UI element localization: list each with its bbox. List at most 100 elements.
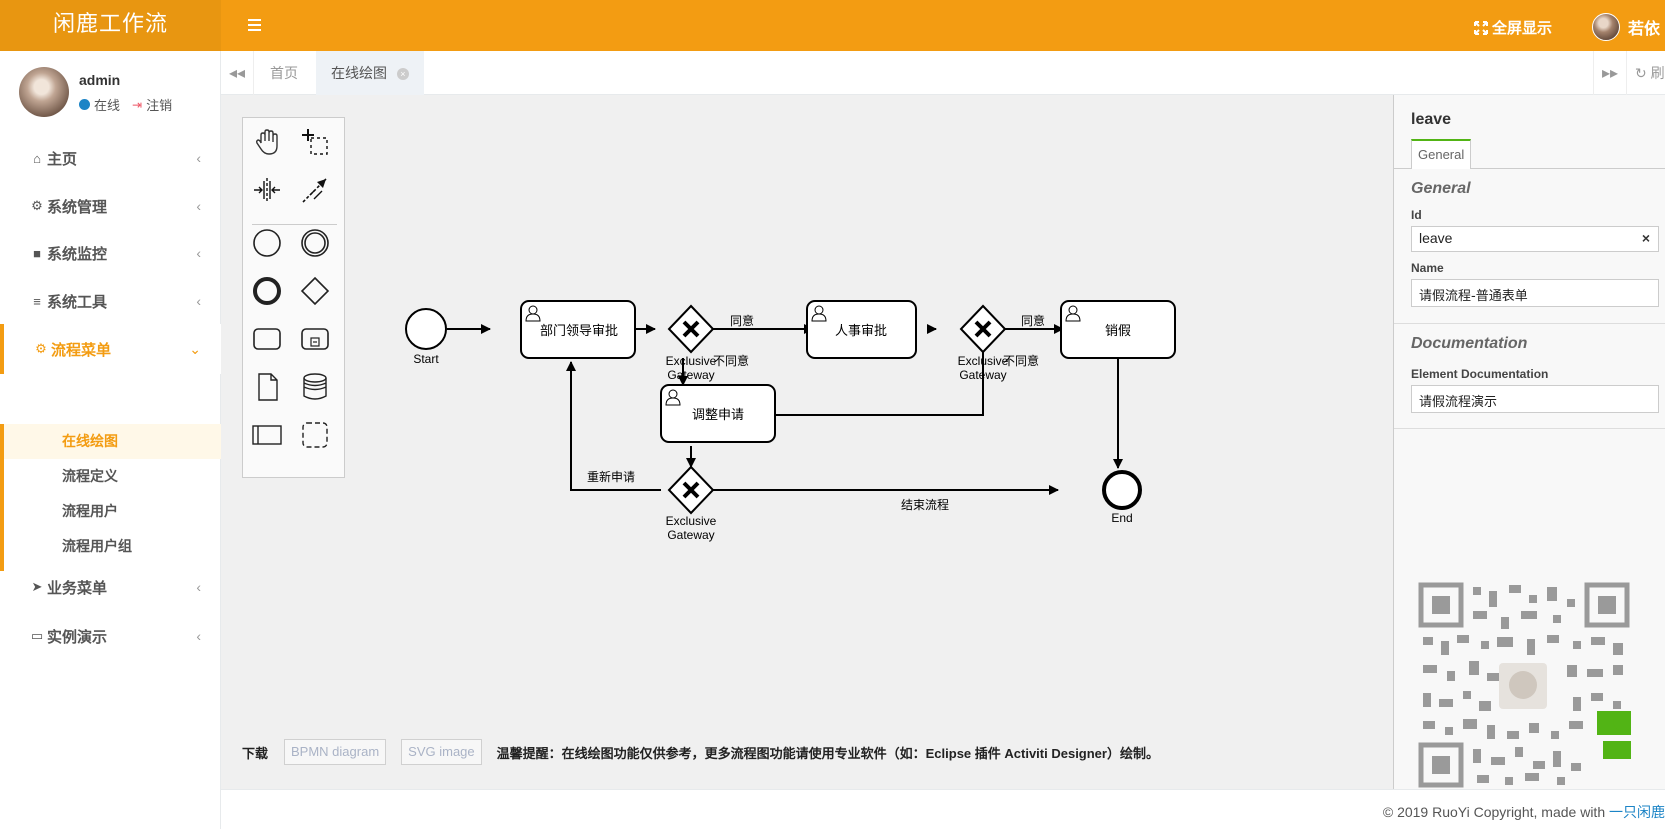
palette-divider — [252, 224, 337, 225]
user-profile: admin 在线 ⇥ 注销 — [0, 51, 220, 133]
gateway-label: Exclusive — [958, 354, 1009, 368]
end-event-icon[interactable] — [247, 271, 287, 311]
properties-panel: leave General General Id leave × Name 请假… — [1393, 95, 1665, 789]
name-label: Name — [1411, 261, 1444, 275]
chevron-left-icon: ‹ — [196, 579, 201, 595]
sidebar-item-monitor[interactable]: ■ 系统监控 ‹ — [0, 228, 221, 278]
download-svg-button[interactable]: SVG image — [401, 739, 482, 765]
sidebar-item-label: 系统工具 — [47, 293, 108, 311]
exclusive-gateway[interactable] — [667, 304, 715, 354]
data-store-icon[interactable] — [295, 367, 335, 407]
footer: © 2019 RuoYi Copyright, made with 一只闲鹿 — [221, 789, 1665, 829]
documentation-field[interactable]: 请假流程演示 — [1411, 385, 1659, 413]
online-dot-icon — [79, 99, 90, 110]
group-icon[interactable] — [295, 415, 335, 455]
name-field[interactable]: 请假流程-普通表单 — [1411, 279, 1659, 307]
sidebar-item-label: 流程菜单 — [51, 341, 112, 359]
flow-label: 不同意 — [713, 353, 749, 368]
copyright-text: © 2019 RuoYi Copyright, made with — [1382, 804, 1609, 820]
gear-icon: ⚙ — [31, 198, 43, 213]
flow-label: 重新申请 — [587, 469, 635, 484]
end-event[interactable] — [1102, 470, 1142, 510]
task-hr-approval[interactable]: 人事审批 — [806, 300, 917, 359]
clear-icon[interactable]: × — [1641, 230, 1650, 246]
menu-toggle-icon[interactable] — [246, 14, 266, 36]
tab-general[interactable]: General — [1411, 139, 1472, 169]
task-label: 调整申请 — [692, 408, 744, 423]
tab-scroll-left-icon[interactable]: ◂◂ — [221, 51, 254, 95]
hand-tool-icon[interactable] — [247, 122, 287, 162]
submenu-item-process-user-groups[interactable]: 流程用户组 — [62, 538, 132, 554]
exclusive-gateway[interactable] — [959, 304, 1007, 354]
sidebar-item-tools[interactable]: ≡ 系统工具 ‹ — [0, 276, 221, 326]
properties-tabs: General — [1394, 139, 1665, 169]
task-label: 部门领导审批 — [540, 324, 618, 339]
profile-avatar — [19, 67, 69, 117]
connect-tool-icon[interactable] — [295, 170, 335, 210]
pool-icon[interactable] — [247, 415, 287, 455]
gateway-icon[interactable] — [295, 271, 335, 311]
sidebar-item-label: 系统管理 — [47, 198, 108, 216]
sidebar-item-label: 实例演示 — [47, 628, 108, 646]
submenu-item-process-users[interactable]: 流程用户 — [62, 503, 118, 519]
sidebar-item-system[interactable]: ⚙ 系统管理 ‹ — [0, 181, 221, 231]
properties-title: leave — [1411, 111, 1452, 128]
gateway-label: Exclusive — [666, 514, 717, 528]
gateway-label: Gateway — [959, 368, 1006, 382]
id-value: leave — [1419, 230, 1453, 246]
gateway-label: Gateway — [667, 528, 714, 542]
desktop-icon: ▭ — [30, 628, 44, 643]
flow-label: 同意 — [1021, 313, 1045, 328]
task-leave-cancel[interactable]: 销假 — [1060, 300, 1176, 359]
task-label: 人事审批 — [835, 324, 887, 339]
task-dept-approval[interactable]: 部门领导审批 — [520, 300, 636, 359]
send-icon: ➤ — [31, 579, 43, 594]
video-icon: ■ — [33, 245, 41, 261]
bars-icon: ≡ — [33, 293, 41, 309]
expand-icon — [1474, 20, 1488, 35]
sidebar-item-label: 业务菜单 — [47, 579, 108, 597]
tab-online-drawing[interactable]: 在线绘图 × — [316, 51, 424, 95]
space-tool-icon[interactable] — [247, 170, 287, 210]
chevron-down-icon: ⌄ — [189, 340, 201, 357]
flow-label: 不同意 — [1003, 353, 1039, 368]
chevron-left-icon: ‹ — [196, 628, 201, 644]
sidebar-item-home[interactable]: ⌂ 主页 ‹ — [0, 133, 221, 183]
exclusive-gateway[interactable] — [667, 465, 715, 515]
sidebar-item-workflow[interactable]: ⚙ 流程菜单 ⌄ — [0, 324, 221, 374]
brand-title[interactable]: 闲鹿工作流 — [0, 0, 221, 51]
submenu-item-process-definition[interactable]: 流程定义 — [62, 468, 118, 484]
bpmn-canvas[interactable]: Start 部门领导审批 Exclusive Gateway 不同意 同意 人事… — [221, 95, 1393, 789]
refresh-button[interactable]: ↻ 刷新 — [1626, 51, 1665, 95]
start-event[interactable] — [405, 308, 447, 350]
sequence-flows — [447, 324, 1123, 495]
sidebar-item-demo[interactable]: ▭ 实例演示 ‹ — [0, 611, 221, 661]
sidebar-item-label: 系统监控 — [47, 245, 108, 263]
intermediate-event-icon[interactable] — [295, 223, 335, 263]
id-field[interactable]: leave × — [1411, 226, 1659, 252]
submenu-item-online-drawing[interactable]: 在线绘图 — [4, 424, 221, 459]
chevron-left-icon: ‹ — [196, 150, 201, 166]
task-adjust-request[interactable]: 调整申请 — [660, 384, 776, 443]
data-object-icon[interactable] — [247, 367, 287, 407]
tab-home[interactable]: 首页 — [270, 65, 298, 81]
author-link[interactable]: 一只闲鹿 — [1609, 804, 1665, 820]
subprocess-icon[interactable] — [295, 319, 335, 359]
sidebar-item-business[interactable]: ➤ 业务菜单 ‹ — [0, 562, 221, 612]
sign-out-icon: ⇥ — [132, 97, 143, 112]
task-icon[interactable] — [247, 319, 287, 359]
fullscreen-button[interactable]: 全屏显示 — [1474, 17, 1552, 38]
gateway-label: Gateway — [667, 368, 714, 382]
start-event-icon[interactable] — [247, 223, 287, 263]
user-menu[interactable]: 若依 — [1592, 13, 1660, 41]
logout-link[interactable]: ⇥ 注销 — [132, 95, 172, 114]
chevron-left-icon: ‹ — [196, 293, 201, 309]
download-bpmn-button[interactable]: BPMN diagram — [284, 739, 387, 765]
close-icon[interactable]: × — [396, 68, 409, 81]
flow-label: 结束流程 — [901, 497, 949, 512]
lasso-tool-icon[interactable] — [295, 122, 335, 162]
tab-scroll-right-icon[interactable]: ▸▸ — [1593, 51, 1626, 95]
bpmn-diagram[interactable]: Start 部门领导审批 Exclusive Gateway 不同意 同意 人事… — [221, 95, 1393, 715]
logout-label: 注销 — [146, 98, 173, 113]
